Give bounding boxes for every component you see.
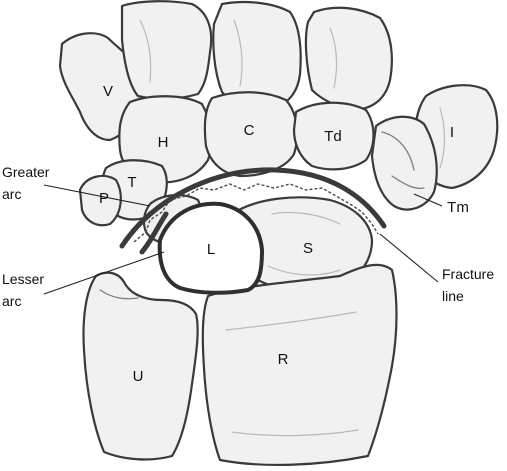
scaphoid-shading — [267, 211, 341, 276]
radius-bone — [201, 263, 398, 467]
callout-greater-arc-line1: Greater — [2, 164, 50, 180]
lesser-arc-line — [139, 211, 169, 255]
greater-arc-leader — [43, 184, 151, 207]
label-capitate: C — [244, 122, 255, 139]
callout-fracture-line1: Fracture — [442, 266, 494, 282]
callout-labels: Greater arc Lesser arc Fracture line — [2, 164, 494, 309]
metacarpal-fourth — [120, 0, 213, 100]
forearm-bones — [82, 263, 398, 467]
callout-greater-arc-line2: arc — [2, 186, 21, 202]
bone-labels: V H C Td I T P Tm L S U R — [99, 83, 469, 385]
greater-arc-line — [119, 167, 387, 249]
ulna-styloid — [99, 289, 139, 300]
tm-leader — [413, 193, 443, 207]
metacarpal-second — [304, 6, 393, 112]
radius-shading — [225, 311, 359, 437]
label-hamate: H — [158, 134, 169, 151]
label-scaphoid: S — [303, 240, 313, 257]
callout-lesser-arc-line2: arc — [2, 293, 21, 309]
pisiform-bone — [78, 174, 122, 227]
label-pisiform: P — [99, 190, 109, 207]
lunate-bone — [157, 201, 265, 295]
leader-lines — [43, 184, 443, 295]
label-ulna: U — [133, 368, 144, 385]
trapezium-facet — [381, 131, 425, 190]
label-trapezium: Tm — [447, 199, 469, 216]
callout-fracture-line2: line — [442, 288, 464, 304]
label-lunate: L — [207, 241, 215, 258]
trapezium-bone — [370, 115, 438, 211]
fracture-line-leader — [379, 233, 439, 283]
trapezoid-bone — [292, 101, 375, 171]
label-radius: R — [278, 351, 289, 368]
metacarpal-shading — [139, 19, 446, 169]
callout-lesser-arc-line1: Lesser — [2, 271, 44, 287]
metacarpal-bones — [58, 0, 499, 190]
fracture-line — [133, 183, 379, 243]
lesser-arc-leader — [43, 251, 165, 295]
label-trapezoid: Td — [324, 128, 342, 145]
label-triquetrum: T — [127, 174, 136, 191]
metacarpal-third — [212, 0, 302, 110]
label-metacarpal-i: I — [450, 124, 454, 141]
label-metacarpal-v: V — [103, 83, 113, 100]
ulna-bone — [82, 271, 199, 461]
